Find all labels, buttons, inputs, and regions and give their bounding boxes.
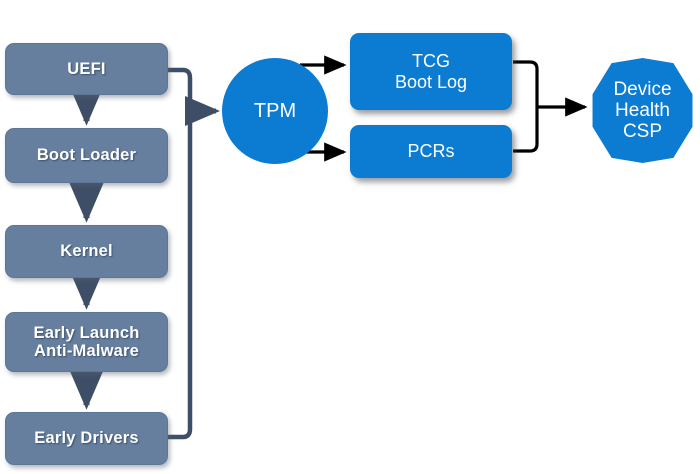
node-tcg-boot-log[interactable]: TCG Boot Log [350, 33, 512, 110]
node-tpm-label: TPM [253, 99, 297, 122]
node-pcrs[interactable]: PCRs [350, 125, 512, 178]
edge-measurements-to-device-health-csp [513, 60, 588, 153]
node-boot-loader-label: Boot Loader [36, 146, 137, 165]
node-kernel[interactable]: Kernel [5, 225, 168, 278]
node-device-health-csp[interactable]: Device Health CSP [592, 58, 693, 163]
node-boot-loader[interactable]: Boot Loader [5, 128, 168, 183]
node-tcg-boot-log-label: TCG Boot Log [394, 51, 468, 92]
node-uefi-label: UEFI [67, 59, 106, 78]
node-early-drivers[interactable]: Early Drivers [5, 412, 168, 465]
node-device-health-csp-label: Device Health CSP [613, 78, 672, 143]
node-early-launch-anti-malware[interactable]: Early Launch Anti-Malware [5, 312, 168, 372]
node-pcrs-label: PCRs [407, 141, 455, 162]
node-kernel-label: Kernel [60, 242, 113, 261]
node-early-launch-anti-malware-label: Early Launch Anti-Malware [33, 323, 140, 360]
node-tpm[interactable]: TPM [222, 58, 328, 164]
node-early-drivers-label: Early Drivers [34, 429, 139, 448]
edge-boot-chain-to-tpm [165, 67, 221, 440]
node-uefi[interactable]: UEFI [5, 43, 168, 95]
